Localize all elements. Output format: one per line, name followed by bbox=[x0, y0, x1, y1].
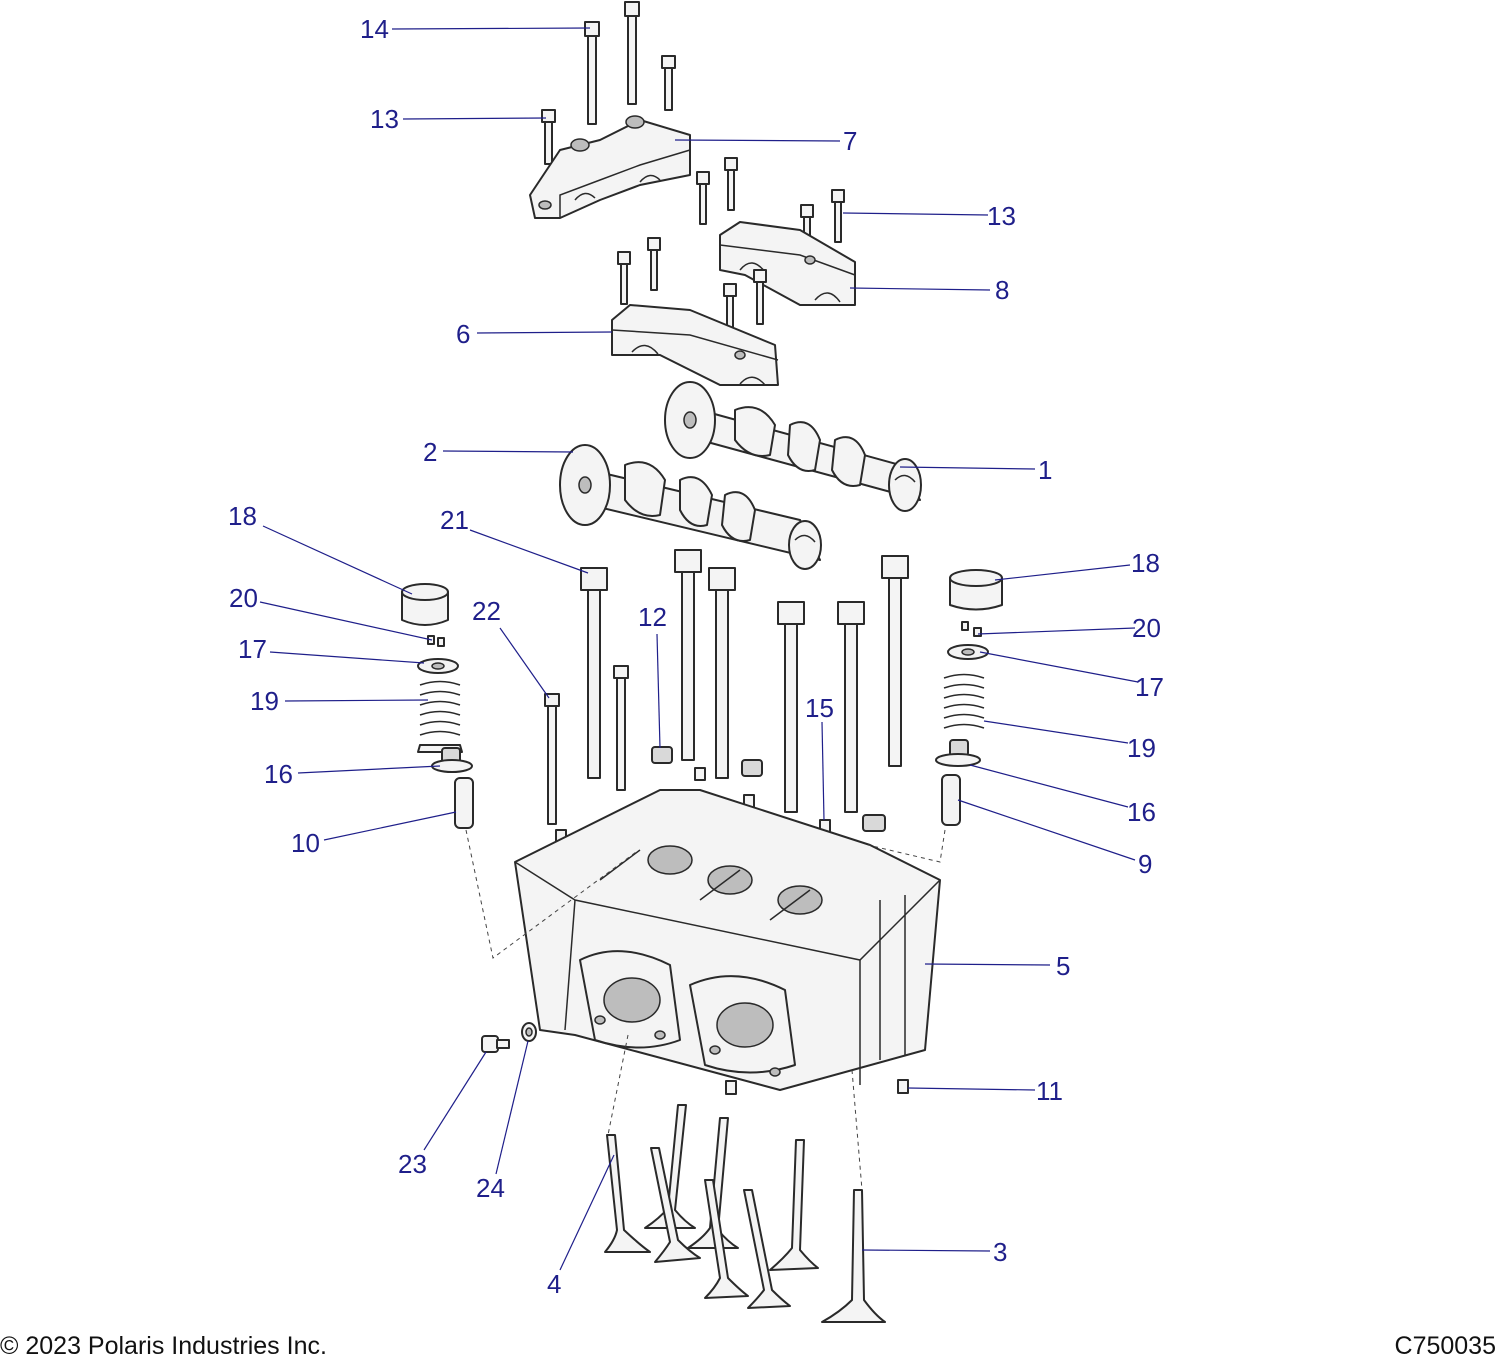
dowels-11 bbox=[725, 1079, 909, 1095]
callout-11: 11 bbox=[1036, 1076, 1063, 1106]
callout-21: 21 bbox=[440, 505, 469, 535]
washer-24 bbox=[521, 1022, 537, 1042]
bolts-cap-6 bbox=[617, 237, 767, 339]
callout-18: 18 bbox=[1131, 548, 1160, 578]
callout-13: 13 bbox=[370, 104, 399, 134]
cam-cap-6 bbox=[611, 304, 779, 386]
callout-20: 20 bbox=[1132, 613, 1161, 643]
callout-22: 22 bbox=[472, 596, 501, 626]
callout-9: 9 bbox=[1138, 849, 1152, 879]
callout-2: 2 bbox=[423, 437, 437, 467]
callout-24: 24 bbox=[476, 1173, 505, 1203]
valve-3 bbox=[821, 1189, 886, 1323]
leader-lines bbox=[259, 27, 1139, 1271]
callout-3: 3 bbox=[993, 1237, 1007, 1267]
callout-13: 13 bbox=[987, 201, 1016, 231]
bolt-long-top bbox=[624, 1, 640, 105]
camshaft-1 bbox=[664, 381, 922, 512]
cam-cap-8 bbox=[719, 221, 856, 306]
camshaft-2 bbox=[559, 444, 822, 570]
valves-4 bbox=[604, 1104, 819, 1309]
callout-6: 6 bbox=[456, 319, 470, 349]
bolt-small-center bbox=[613, 665, 629, 791]
callout-7: 7 bbox=[843, 126, 857, 156]
callout-8: 8 bbox=[995, 275, 1009, 305]
copyright-text: © 2023 Polaris Industries Inc. bbox=[0, 1332, 327, 1360]
callout-23: 23 bbox=[398, 1149, 427, 1179]
cylinder-head-5 bbox=[514, 789, 941, 1091]
callout-12: 12 bbox=[638, 602, 667, 632]
callout-16: 16 bbox=[264, 759, 293, 789]
callout-17: 17 bbox=[1135, 672, 1164, 702]
callout-20: 20 bbox=[229, 583, 258, 613]
left-valve-train bbox=[401, 583, 474, 829]
bolt-short-top bbox=[661, 55, 676, 111]
bolt-22 bbox=[544, 693, 560, 825]
bolt-13-left bbox=[541, 109, 556, 165]
alignment-lines bbox=[465, 829, 946, 1191]
callout-17: 17 bbox=[238, 634, 267, 664]
plug-23 bbox=[481, 1035, 510, 1053]
callout-18: 18 bbox=[228, 501, 257, 531]
callout-14: 14 bbox=[360, 14, 389, 44]
right-valve-train bbox=[935, 569, 1003, 826]
callout-labels: 14 13 7 13 8 6 2 1 18 21 18 20 22 12 20 … bbox=[228, 14, 1164, 1299]
callout-4: 4 bbox=[547, 1269, 561, 1299]
callout-1: 1 bbox=[1038, 455, 1052, 485]
callout-5: 5 bbox=[1056, 951, 1070, 981]
callout-16: 16 bbox=[1127, 797, 1156, 827]
callout-19: 19 bbox=[250, 686, 279, 716]
callout-10: 10 bbox=[291, 828, 320, 858]
cam-cap-7 bbox=[529, 115, 691, 219]
figure-id: C750035 bbox=[1394, 1332, 1496, 1360]
callout-19: 19 bbox=[1127, 733, 1156, 763]
callout-15: 15 bbox=[805, 693, 834, 723]
nuts-12 bbox=[651, 746, 886, 832]
head-bolts-21 bbox=[580, 549, 909, 813]
bolt-14 bbox=[584, 21, 600, 125]
